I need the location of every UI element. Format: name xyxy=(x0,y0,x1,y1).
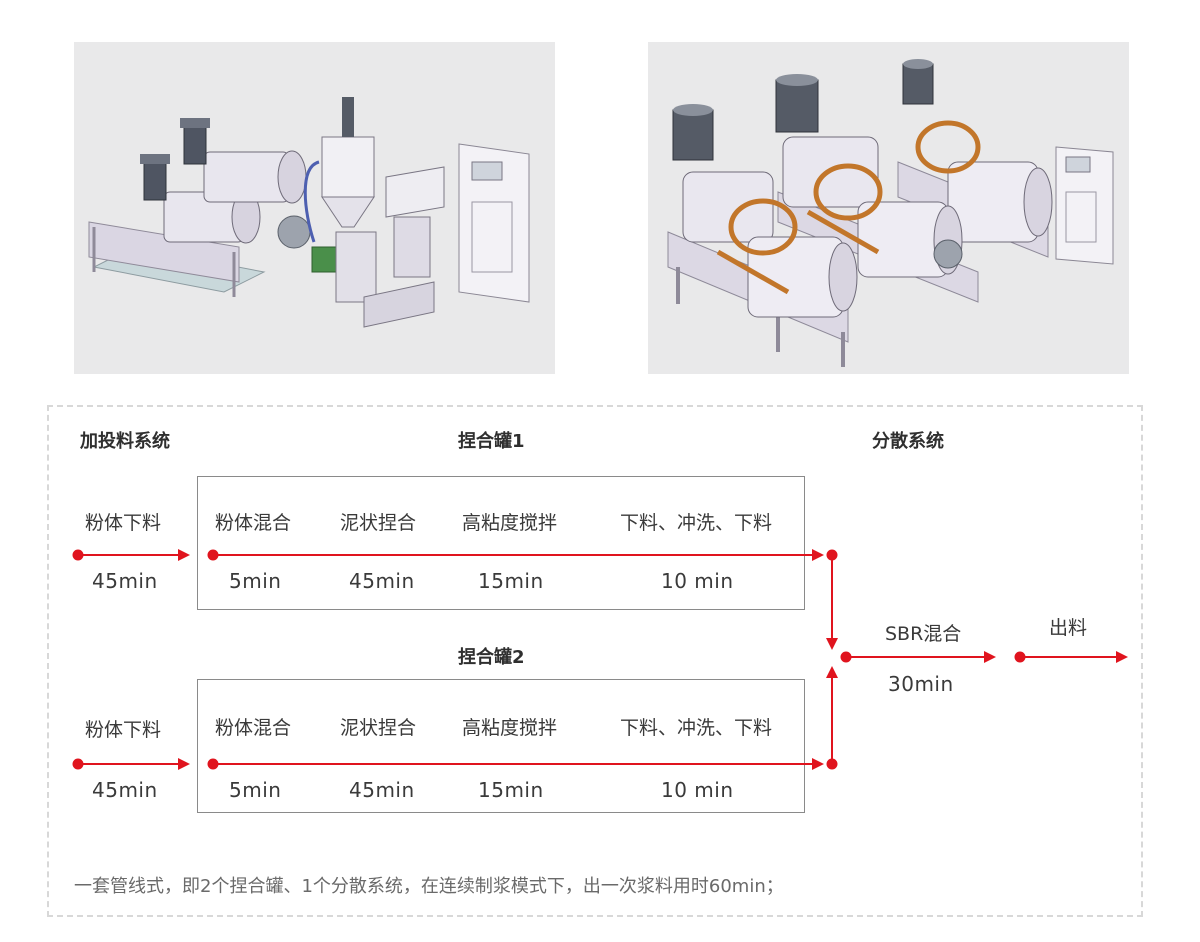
sbr-mixing-time: 30min xyxy=(888,672,954,696)
row2-feed-label: 粉体下料 xyxy=(85,719,162,741)
row1-time-3: 15min xyxy=(478,569,544,593)
output-label: 出料 xyxy=(1049,617,1088,639)
row2-time-3: 15min xyxy=(478,778,544,802)
equipment-image-left xyxy=(74,42,555,374)
footer-note: 一套管线式，即2个捏合罐、1个分散系统，在连续制浆模式下，出一次浆料用时60mi… xyxy=(74,876,784,897)
row2-step-2: 泥状捏合 xyxy=(340,717,417,739)
row1-step-4: 下料、冲洗、下料 xyxy=(620,512,773,534)
row1-feed-label: 粉体下料 xyxy=(85,512,162,534)
row1-feed-time: 45min xyxy=(92,569,158,593)
section-feeding-system: 加投料系统 xyxy=(80,431,170,452)
section-tank-2: 捏合罐2 xyxy=(458,647,525,668)
equipment-image-right xyxy=(648,42,1129,374)
section-dispersion-system: 分散系统 xyxy=(872,431,944,452)
feeding-and-mixing-equipment-render xyxy=(88,97,530,328)
row1-time-4: 10 min xyxy=(661,569,734,593)
row2-time-2: 45min xyxy=(349,778,415,802)
row1-step-1: 粉体混合 xyxy=(215,512,292,534)
row1-step-2: 泥状捏合 xyxy=(340,512,417,534)
row2-time-4: 10 min xyxy=(661,778,734,802)
row1-step-3: 高粘度搅拌 xyxy=(462,512,558,534)
kneading-tank-equipment-render xyxy=(667,59,1114,367)
row2-time-1: 5min xyxy=(229,778,282,802)
tank-2-process-box xyxy=(197,679,805,813)
section-tank-1: 捏合罐1 xyxy=(458,431,525,452)
sbr-mixing-label: SBR混合 xyxy=(885,623,962,645)
row2-step-1: 粉体混合 xyxy=(215,717,292,739)
process-diagram-frame xyxy=(47,405,1143,917)
tank-1-process-box xyxy=(197,476,805,610)
row2-feed-time: 45min xyxy=(92,778,158,802)
row2-step-4: 下料、冲洗、下料 xyxy=(620,717,773,739)
row1-time-1: 5min xyxy=(229,569,282,593)
row1-time-2: 45min xyxy=(349,569,415,593)
row2-step-3: 高粘度搅拌 xyxy=(462,717,558,739)
